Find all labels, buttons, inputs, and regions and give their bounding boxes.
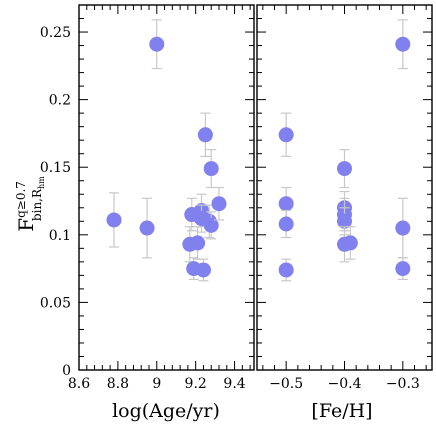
x-tick-label: 8.8 <box>107 376 129 392</box>
data-point <box>395 36 411 52</box>
y-tick-label: 0.25 <box>40 25 71 41</box>
x-tick-label: 9.4 <box>223 376 245 392</box>
right-panel: −0.5 −0.4 −0.3 <box>256 4 433 392</box>
data-point <box>395 220 411 236</box>
data-point <box>203 161 219 177</box>
data-point <box>106 212 122 228</box>
data-point <box>395 261 411 277</box>
y-tick-label: 0.1 <box>49 228 71 244</box>
data-point <box>337 161 352 177</box>
y-tick-label: 0.05 <box>40 295 71 311</box>
y-tick-label: 0.15 <box>40 160 71 176</box>
y-axis-label-sub: bin,R <box>30 188 44 221</box>
data-point <box>342 235 358 251</box>
data-point <box>195 262 211 278</box>
y-axis-label-sup-rel: ≥0.7 <box>14 181 28 210</box>
data-point <box>278 196 294 212</box>
x-tick-label: −0.4 <box>328 376 362 392</box>
y-axis-label-sup: q <box>14 210 28 218</box>
y-tick-labels: 0 0.05 0.1 0.15 0.2 0.25 <box>40 25 71 379</box>
data-point <box>211 196 227 212</box>
data-point <box>278 262 294 278</box>
x-tick-label: −0.5 <box>269 376 303 392</box>
x-tick-label: 9.2 <box>185 376 207 392</box>
x-tick-label: 9 <box>152 376 161 392</box>
data-point <box>190 235 206 251</box>
y-tick-label: 0 <box>62 363 71 379</box>
data-point <box>203 217 219 233</box>
y-axis-label-subsub: hm <box>37 176 46 189</box>
x-tick-label: −0.3 <box>386 376 420 392</box>
left-panel-frame <box>78 4 255 371</box>
data-point <box>278 127 294 143</box>
data-point <box>278 216 294 232</box>
y-axis-label-main: F <box>14 218 38 232</box>
left-x-axis-label: log(Age/yr) <box>112 400 220 422</box>
right-x-axis-label: [Fe/H] <box>311 400 372 422</box>
data-point <box>149 36 165 52</box>
x-tick-label: 8.6 <box>68 376 90 392</box>
data-point <box>139 220 155 236</box>
left-panel: 8.6 8.8 9 9.2 9.4 <box>68 4 255 392</box>
data-point <box>197 127 213 143</box>
y-tick-label: 0.2 <box>49 93 71 109</box>
data-point <box>337 213 352 229</box>
